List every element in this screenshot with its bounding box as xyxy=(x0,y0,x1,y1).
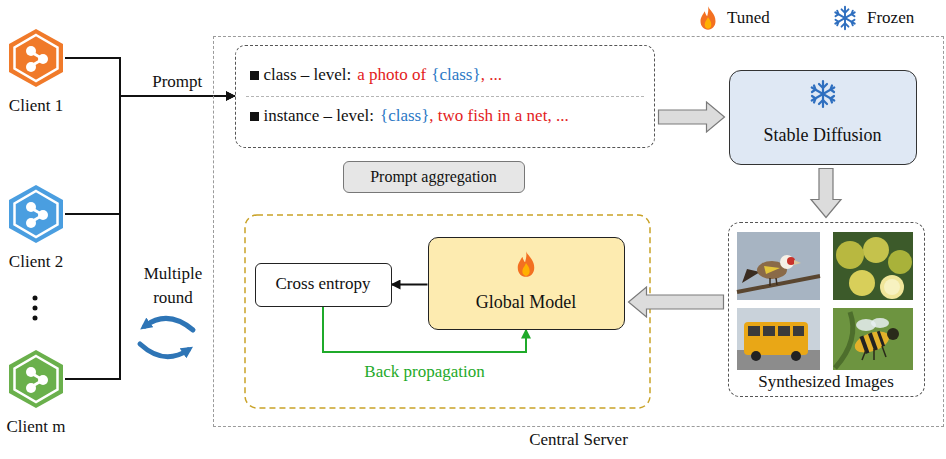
client-hexagon-icon xyxy=(9,29,63,87)
synthesized-images-box: Synthesized Images xyxy=(728,222,925,397)
tuned-icon xyxy=(701,6,716,29)
client-hexagon-icon xyxy=(8,349,64,409)
box-label: Prompt aggregation xyxy=(370,167,497,186)
client-hexagon-icon xyxy=(9,185,63,243)
client-label: Client m xyxy=(6,417,65,437)
central-server-region: Central Serverclass – level:a photo of{c… xyxy=(213,36,944,427)
connector-arrow xyxy=(65,96,235,214)
connector-arrow xyxy=(65,58,235,96)
frozen-icon xyxy=(835,7,855,30)
block-arrow xyxy=(629,287,724,317)
client-hexagon-icon xyxy=(8,28,64,88)
cycle-arrow xyxy=(140,344,188,357)
prompt-text: , ... xyxy=(481,65,502,85)
prompt-text: class – level: xyxy=(264,65,352,85)
training-group-outline xyxy=(245,215,650,408)
box-label: Synthesized Images xyxy=(758,372,894,392)
tuned-icon xyxy=(515,250,537,278)
edge-label: Back propagation xyxy=(364,362,484,382)
ellipsis-dot xyxy=(33,296,38,301)
annotation-label: Multiple round xyxy=(144,264,203,307)
synthesized-image-bee xyxy=(833,308,913,370)
connector-arrow xyxy=(65,96,235,379)
ellipsis-dot xyxy=(33,316,38,321)
client-hexagon-icon xyxy=(9,350,63,408)
frozen-icon xyxy=(808,79,838,109)
client-node: Client m xyxy=(2,349,70,441)
cross-entropy-box: Cross entropy xyxy=(255,263,392,307)
aggregation-box: Prompt aggregation xyxy=(343,161,525,193)
synthesized-image-bus xyxy=(737,308,820,370)
edge-label: Prompt xyxy=(152,72,202,92)
bullet-square xyxy=(250,112,259,121)
box-label: Cross entropy xyxy=(276,274,371,294)
frozen-icon xyxy=(811,81,834,107)
prompt-text: a photo of xyxy=(357,65,426,85)
client-node: Client 2 xyxy=(2,184,70,276)
client-hexagon-icon xyxy=(8,184,64,244)
tuned-icon xyxy=(698,5,718,31)
tuned-icon xyxy=(518,251,535,277)
separator-line xyxy=(246,96,644,97)
client-node: Client 1 xyxy=(2,28,70,120)
ellipsis-dot xyxy=(33,306,38,311)
block-arrow xyxy=(811,169,841,218)
block-arrow xyxy=(659,102,725,132)
client-label: Client 2 xyxy=(9,252,63,272)
bullet-square xyxy=(250,71,259,80)
prompt-text: , two fish in a net, ... xyxy=(429,106,568,126)
box-label: Stable Diffusion xyxy=(763,125,881,147)
prompt-text: {class} xyxy=(431,65,480,85)
box-label: Global Model xyxy=(476,292,577,314)
legend-label: Tuned xyxy=(727,8,770,28)
synthesized-image-bird xyxy=(737,232,820,300)
global-model-box: Global Model xyxy=(428,237,625,330)
synthesized-image-lemons xyxy=(833,232,913,300)
region-label: Central Server xyxy=(529,430,628,450)
stable-diffusion-box: Stable Diffusion xyxy=(729,70,917,165)
client-label: Client 1 xyxy=(9,96,63,116)
prompt-text: instance – level: xyxy=(264,106,374,126)
cycle-arrow xyxy=(145,318,193,330)
connector-arrow xyxy=(392,284,428,286)
frozen-icon xyxy=(832,5,858,31)
legend-label: Frozen xyxy=(867,8,914,28)
prompt-text: {class} xyxy=(380,106,429,126)
prompt-box: class – level:a photo of{class}, ...inst… xyxy=(235,45,655,148)
